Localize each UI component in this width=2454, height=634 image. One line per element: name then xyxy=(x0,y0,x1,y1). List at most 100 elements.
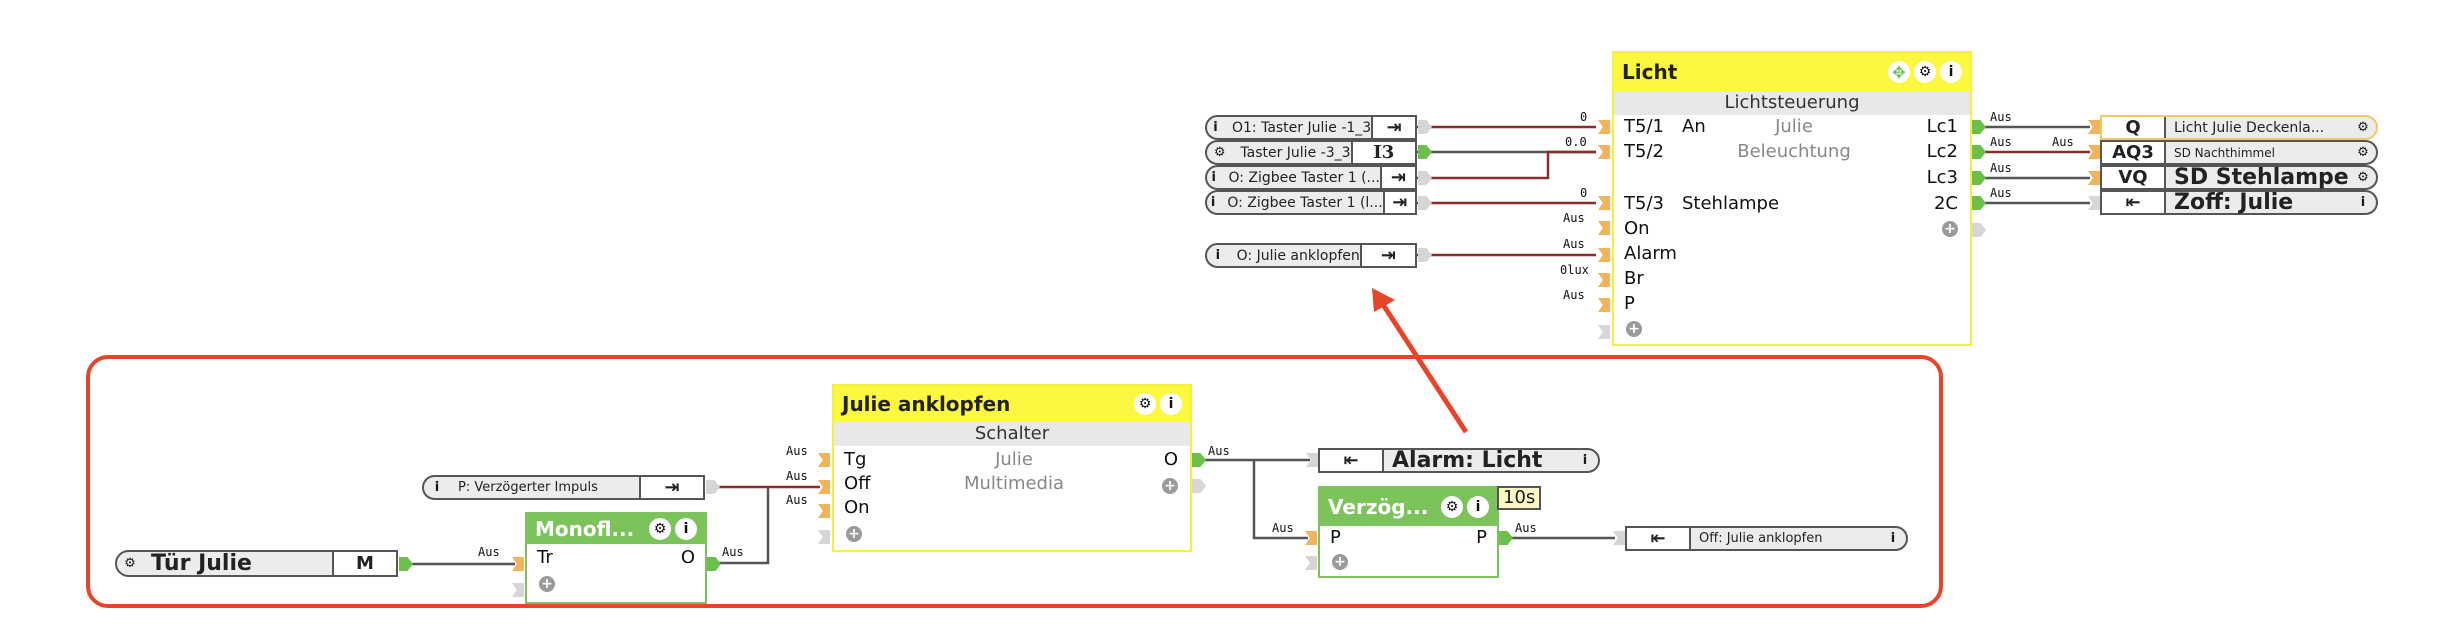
info-icon[interactable]: i xyxy=(1210,195,1216,210)
info-icon[interactable]: i xyxy=(1160,393,1182,415)
value-verzoeg-in: Aus xyxy=(1272,521,1294,535)
value-br: 0lux xyxy=(1560,263,1589,277)
info-icon[interactable]: i xyxy=(2360,195,2366,210)
info-icon[interactable]: i xyxy=(1213,120,1218,135)
gear-icon[interactable]: ⚙ xyxy=(1213,145,1226,160)
input-t53-extra: Stehlampe xyxy=(1682,193,1780,214)
add-output-icon[interactable]: + xyxy=(1942,221,1958,237)
pin-p[interactable] xyxy=(1598,298,1610,312)
pin-monoflop-tr[interactable] xyxy=(512,557,524,571)
add-input-icon[interactable]: + xyxy=(1626,321,1642,337)
add-input-icon[interactable]: + xyxy=(1332,554,1348,570)
pin-2c[interactable] xyxy=(1972,196,1986,210)
verzoeg-header[interactable]: Verzög... ⚙ i xyxy=(1320,488,1497,526)
add-output-icon[interactable]: + xyxy=(1162,478,1178,494)
pin-on[interactable] xyxy=(1598,221,1610,235)
pin-anklopfen-o[interactable] xyxy=(1192,453,1206,467)
target-q-licht-julie-decke[interactable]: Q Licht Julie Deckenla... ⚙ xyxy=(2100,115,2378,140)
info-icon[interactable]: i xyxy=(1211,170,1216,185)
add-input-icon[interactable]: + xyxy=(539,576,555,592)
output-icon: ⇥ xyxy=(639,477,703,498)
pin-t51[interactable] xyxy=(1598,120,1610,134)
source-o1-taster-julie[interactable]: i O1: Taster Julie -1_3 ⇥ xyxy=(1205,115,1417,140)
info-icon[interactable]: i xyxy=(1582,453,1588,468)
info-icon[interactable]: i xyxy=(675,518,697,540)
target-aq3-sd-nachthimmel[interactable]: AQ3 SD Nachthimmel ⚙ xyxy=(2100,140,2378,165)
target-alarm-licht[interactable]: ⇤ Alarm: Licht i xyxy=(1318,448,1600,473)
licht-title: Licht xyxy=(1622,60,1678,84)
pin-t53[interactable] xyxy=(1598,196,1610,210)
value-anklopfen-off: Aus xyxy=(786,469,808,483)
target-name: SD Nachthimmel xyxy=(2174,145,2275,160)
pin-source-o1[interactable] xyxy=(1418,120,1432,134)
source-tuer-julie[interactable]: ⚙ Tür Julie M xyxy=(115,550,398,577)
add-input-icon[interactable]: + xyxy=(846,526,862,542)
target-zoff-julie[interactable]: ⇤ Zoff: Julie i xyxy=(2100,190,2378,215)
pin-target-aq3[interactable] xyxy=(2088,145,2100,159)
target-vq-sd-stehlampe[interactable]: VQ SD Stehlampe ⚙ xyxy=(2100,165,2378,190)
licht-block[interactable]: Licht ✥ ⚙ i Lichtsteuerung T5/1 An T5/2 … xyxy=(1612,51,1972,346)
pin-verzoeg-add[interactable] xyxy=(1305,556,1317,570)
pin-verzoeg-out[interactable] xyxy=(1499,531,1513,545)
verzoeg-block[interactable]: Verzög... ⚙ i P P + xyxy=(1318,486,1499,578)
gear-icon[interactable]: ⚙ xyxy=(2357,145,2369,160)
anklopfen-header[interactable]: Julie anklopfen ⚙ i xyxy=(834,386,1190,422)
pin-anklopfen-off[interactable] xyxy=(818,480,830,494)
pin-add-output[interactable] xyxy=(1972,223,1986,237)
info-icon[interactable]: i xyxy=(1467,496,1489,518)
pin-monoflop-add[interactable] xyxy=(512,583,524,597)
pin-add-input[interactable] xyxy=(1598,325,1610,339)
source-zigbee-taster-1a[interactable]: i O: Zigbee Taster 1 (... ⇥ xyxy=(1205,165,1417,190)
pin-monoflop-o[interactable] xyxy=(707,557,721,571)
pin-source-zigbee-a[interactable] xyxy=(1418,171,1432,185)
gear-icon[interactable]: ⚙ xyxy=(649,518,671,540)
pin-anklopfen-on[interactable] xyxy=(818,504,830,518)
pin-anklopfen-add-out[interactable] xyxy=(1192,479,1206,493)
monoflop-title: Monofl... xyxy=(535,517,635,541)
source-zigbee-taster-1b[interactable]: i O: Zigbee Taster 1 (l... ⇥ xyxy=(1205,190,1417,215)
source-verzoegerter-impuls[interactable]: i P: Verzögerter Impuls ⇥ xyxy=(422,475,705,500)
gear-icon[interactable]: ⚙ xyxy=(2357,170,2369,185)
pin-param-out[interactable] xyxy=(706,480,720,494)
info-icon[interactable]: i xyxy=(1890,531,1896,546)
pin-target-q[interactable] xyxy=(2088,120,2100,134)
pin-target-zoff[interactable] xyxy=(2088,196,2100,210)
monoflop-block[interactable]: Monofl... ⚙ i Tr O + xyxy=(525,512,707,604)
pin-target-vq[interactable] xyxy=(2088,171,2100,185)
pin-source-i3[interactable] xyxy=(1418,145,1432,159)
source-name: Tür Julie xyxy=(151,551,252,576)
info-icon[interactable]: i xyxy=(1940,61,1962,83)
pin-lc2[interactable] xyxy=(1972,145,1986,159)
anklopfen-block[interactable]: Julie anklopfen ⚙ i Schalter Tg Off On +… xyxy=(832,384,1192,552)
pin-source-zigbee-b[interactable] xyxy=(1418,196,1432,210)
pin-lc1[interactable] xyxy=(1972,120,1986,134)
licht-header[interactable]: Licht ✥ ⚙ i xyxy=(1614,53,1970,91)
info-icon[interactable]: i xyxy=(1215,248,1221,263)
pin-verzoeg-p[interactable] xyxy=(1305,531,1317,545)
pin-tuer-out[interactable] xyxy=(399,557,413,571)
pin-source-anklopfen[interactable] xyxy=(1418,248,1432,262)
pin-anklopfen-add[interactable] xyxy=(818,530,830,544)
output-icon: ⇥ xyxy=(1379,167,1415,188)
gear-icon[interactable]: ⚙ xyxy=(1914,61,1936,83)
pin-off-target[interactable] xyxy=(1613,531,1625,545)
output-icon: ⇥ xyxy=(1359,245,1415,266)
pin-br[interactable] xyxy=(1598,273,1610,287)
pin-lc3[interactable] xyxy=(1972,171,1986,185)
gear-icon[interactable]: ⚙ xyxy=(2357,120,2369,135)
gear-icon[interactable]: ⚙ xyxy=(124,556,136,571)
pin-anklopfen-tg[interactable] xyxy=(818,453,830,467)
info-icon[interactable]: i xyxy=(434,480,440,495)
delay-badge: 10s xyxy=(1497,486,1542,510)
output-icon: ⇥ xyxy=(1371,117,1415,138)
move-icon[interactable]: ✥ xyxy=(1888,61,1910,83)
target-off-julie-anklopfen[interactable]: ⇤ Off: Julie anklopfen i xyxy=(1625,526,1908,551)
source-taster-julie-3[interactable]: ⚙ Taster Julie -3_3 I3 xyxy=(1205,140,1417,165)
gear-icon[interactable]: ⚙ xyxy=(1441,496,1463,518)
pin-alarm-licht[interactable] xyxy=(1306,453,1318,467)
pin-t52[interactable] xyxy=(1598,145,1610,159)
pin-alarm[interactable] xyxy=(1598,248,1610,262)
monoflop-header[interactable]: Monofl... ⚙ i xyxy=(527,514,705,544)
source-julie-anklopfen[interactable]: i O: Julie anklopfen ⇥ xyxy=(1205,243,1417,268)
gear-icon[interactable]: ⚙ xyxy=(1134,393,1156,415)
